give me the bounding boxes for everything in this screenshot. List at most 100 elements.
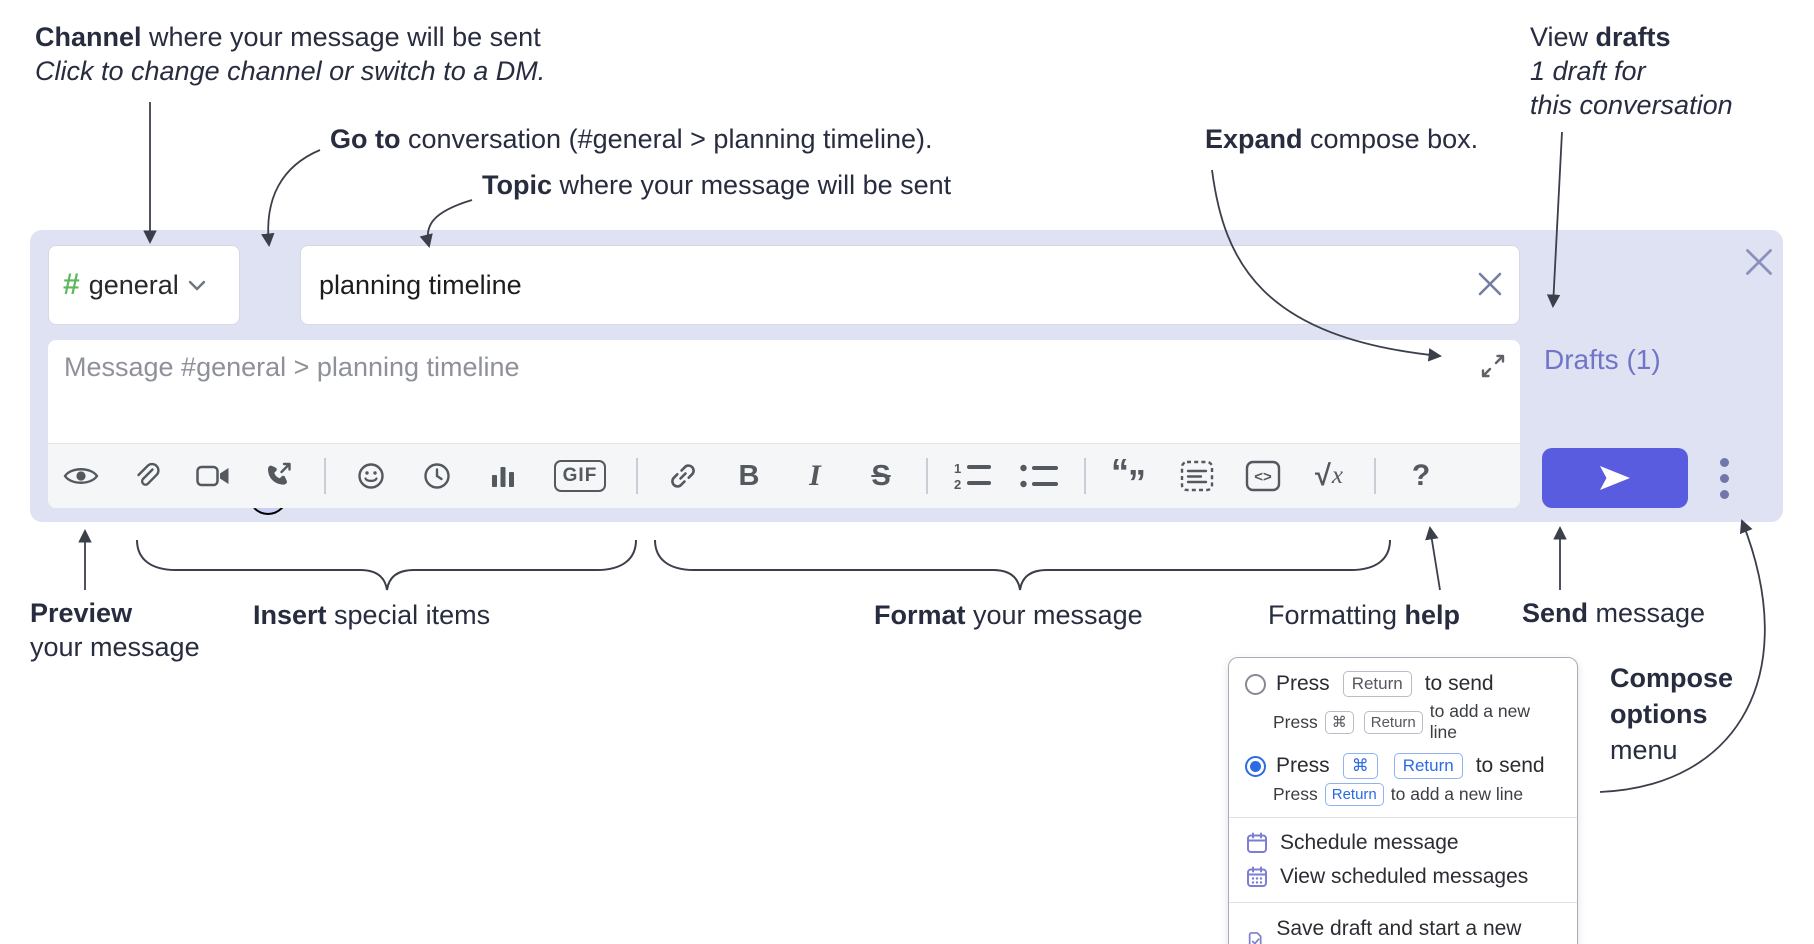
toolbar-separator <box>1084 458 1086 494</box>
preview-button[interactable] <box>60 453 102 499</box>
calendar-icon <box>1247 832 1267 853</box>
svg-text:”: ” <box>1128 462 1146 493</box>
kbd-cmd: ⌘ <box>1324 710 1354 734</box>
annotation-preview: Preview your message <box>30 598 200 662</box>
toolbar-separator <box>1374 458 1376 494</box>
kbd-cmd: ⌘ <box>1342 753 1378 779</box>
radio-unselected[interactable] <box>1245 673 1266 695</box>
annotation-format: Format your message <box>874 600 1143 630</box>
schedule-message-item[interactable]: Schedule message <box>1245 826 1561 860</box>
spoiler-button[interactable] <box>1176 453 1218 499</box>
annotation-insert: Insert special items <box>253 600 491 630</box>
link-icon <box>671 464 695 488</box>
phone-call-icon <box>268 462 291 485</box>
brace-format <box>654 539 1391 591</box>
schedule-section: Schedule message View scheduled messages <box>1229 818 1577 902</box>
topic-input[interactable] <box>300 245 1520 325</box>
svg-text:<>: <> <box>1254 469 1272 486</box>
expand-diagonal-icon <box>1481 354 1505 378</box>
formatting-help-button[interactable]: ? <box>1400 453 1442 499</box>
save-draft-item[interactable]: Save draft and start a new message <box>1245 912 1561 944</box>
brace-insert <box>136 539 637 591</box>
kbd-return: Return <box>1324 783 1384 806</box>
video-camera-icon <box>196 465 229 487</box>
kbd-return: Return <box>1342 671 1412 697</box>
close-icon <box>1478 272 1502 295</box>
view-scheduled-messages-item[interactable]: View scheduled messages <box>1245 860 1561 894</box>
draft-check-icon <box>1248 932 1262 944</box>
numbered-list-button[interactable]: 1 2 <box>952 453 994 499</box>
gif-icon: GIF <box>553 460 607 492</box>
line-formatting-help <box>1425 526 1441 591</box>
attach-file-button[interactable] <box>126 453 168 499</box>
message-input[interactable] <box>62 350 1436 442</box>
compose-options-popup: Press Return to send Press ⌘ Return to a… <box>1228 657 1578 944</box>
paperclip-icon <box>137 462 160 486</box>
send-button[interactable] <box>1542 448 1688 508</box>
annotation-topic: Topic where your message will be sent <box>482 170 952 200</box>
annotation-formatting-help: Formatting help <box>1268 600 1461 630</box>
kbd-return: Return <box>1363 710 1423 734</box>
smiley-icon <box>358 463 384 489</box>
popup-divider <box>1229 817 1577 818</box>
option-cmd-return-subtext: Press Return to add a new line <box>1273 783 1524 806</box>
quote-button[interactable]: “ ” <box>1110 453 1152 499</box>
message-panel: GIF B I <box>48 340 1520 508</box>
option-return-to-send-subtext: Press ⌘ Return to add a new line <box>1273 701 1530 742</box>
ellipsis-icon <box>1719 457 1729 467</box>
compose-close-button[interactable] <box>1742 246 1776 280</box>
link-button[interactable] <box>662 453 704 499</box>
emoji-button[interactable] <box>350 453 392 499</box>
annotation-goto: Go to conversation (#general > planning … <box>330 124 933 154</box>
topic-clear-button[interactable] <box>1475 270 1505 300</box>
bold-button[interactable]: B <box>728 453 770 499</box>
option-cmd-return-to-send[interactable]: Press ⌘ Return to send <box>1245 753 1561 779</box>
close-icon <box>1746 248 1772 275</box>
numbered-list-icon: 1 2 <box>954 461 991 491</box>
toolbar-separator <box>636 458 638 494</box>
gif-button[interactable]: GIF <box>548 453 612 499</box>
radio-selected[interactable] <box>1245 755 1266 777</box>
italic-button[interactable]: I <box>794 453 836 499</box>
compose-box: # general <box>30 230 1783 522</box>
send-icon <box>1600 466 1630 490</box>
draft-section: Save draft and start a new message <box>1229 903 1577 944</box>
annotation-compose-options: Compose options menu <box>1610 663 1734 765</box>
strikethrough-icon: S <box>871 459 891 492</box>
svg-text:1: 1 <box>954 461 961 476</box>
annotation-view-drafts: View drafts 1 draft for this conversatio… <box>1530 22 1733 120</box>
expand-compose-button[interactable] <box>1478 352 1508 382</box>
video-call-button[interactable] <box>192 453 234 499</box>
code-button[interactable]: <> <box>1242 453 1284 499</box>
bulleted-list-button[interactable] <box>1018 453 1060 499</box>
channel-hash-icon: # <box>63 268 80 301</box>
calendar-grid-icon <box>1247 866 1267 887</box>
chevron-down-icon <box>188 280 205 290</box>
svg-text:2: 2 <box>954 477 961 491</box>
bar-chart-icon <box>492 467 514 487</box>
drafts-link[interactable]: Drafts (1) <box>1544 344 1661 375</box>
channel-name: general <box>88 269 179 300</box>
bulleted-list-icon <box>1020 464 1058 488</box>
eye-icon <box>63 468 99 484</box>
quote-icon: “ ” <box>1111 459 1146 493</box>
annotation-channel: Channel where your message will be sent … <box>35 22 546 86</box>
compose-options-button[interactable] <box>1706 456 1742 500</box>
svg-text:“: “ <box>1111 459 1129 492</box>
annotation-send: Send message <box>1522 598 1706 628</box>
math-button[interactable]: √ x <box>1308 453 1350 499</box>
voice-call-button[interactable] <box>258 453 300 499</box>
channel-selector[interactable]: # general <box>48 245 240 325</box>
poll-button[interactable] <box>482 453 524 499</box>
bold-icon: B <box>738 459 760 492</box>
strikethrough-button[interactable]: S <box>860 453 902 499</box>
toolbar-separator <box>926 458 928 494</box>
send-shortcut-options: Press Return to send Press ⌘ Return to a… <box>1229 658 1577 817</box>
option-return-to-send[interactable]: Press Return to send <box>1245 671 1561 697</box>
time-mention-button[interactable] <box>416 453 458 499</box>
clock-icon <box>424 463 450 489</box>
kbd-return: Return <box>1393 753 1463 779</box>
spoiler-icon <box>1180 460 1214 492</box>
toolbar-separator <box>324 458 326 494</box>
